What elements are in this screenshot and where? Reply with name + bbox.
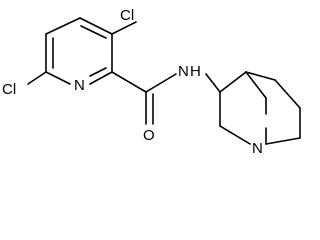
atom-labels: Cl Cl N N H O N (2, 7, 263, 156)
bond-npyr-c5 (45, 71, 71, 85)
atom-n-pyridine: N (74, 77, 85, 94)
bond-c2-cl (111, 21, 137, 35)
bond-q4-bridge-top (245, 71, 276, 81)
atom-n-bridgehead: N (252, 140, 263, 156)
bond-n-quinuclidine (205, 73, 221, 93)
bond-c3-npyr (89, 71, 113, 85)
bond-bridge-top (274, 79, 301, 109)
bond-c3-carbonyl (111, 71, 147, 93)
atom-cl-left: Cl (2, 81, 16, 98)
bond-c6-c1 (45, 17, 81, 35)
bonds (27, 17, 301, 145)
bond-n-right (265, 137, 301, 145)
bond-c5-cl (27, 71, 47, 85)
bond-q2-n (219, 125, 251, 145)
molecule-drawing: Cl Cl N N H O N (2, 7, 301, 156)
atom-h-amide: H (190, 63, 201, 80)
structure-diagram: Cl Cl N N H O N (2, 7, 301, 156)
bond-c1-c2 (79, 17, 113, 35)
bond-carbonyl-n (145, 73, 177, 93)
bond-q4-back (245, 71, 267, 99)
atom-cl-top: Cl (120, 7, 134, 24)
bond-c3-npyr-inner (89, 67, 107, 77)
bond-c1-c2-inner (80, 25, 107, 39)
bond-q3-q4 (219, 71, 247, 93)
atom-o-carbonyl: O (143, 127, 155, 144)
atom-n-amide: N (178, 63, 189, 80)
